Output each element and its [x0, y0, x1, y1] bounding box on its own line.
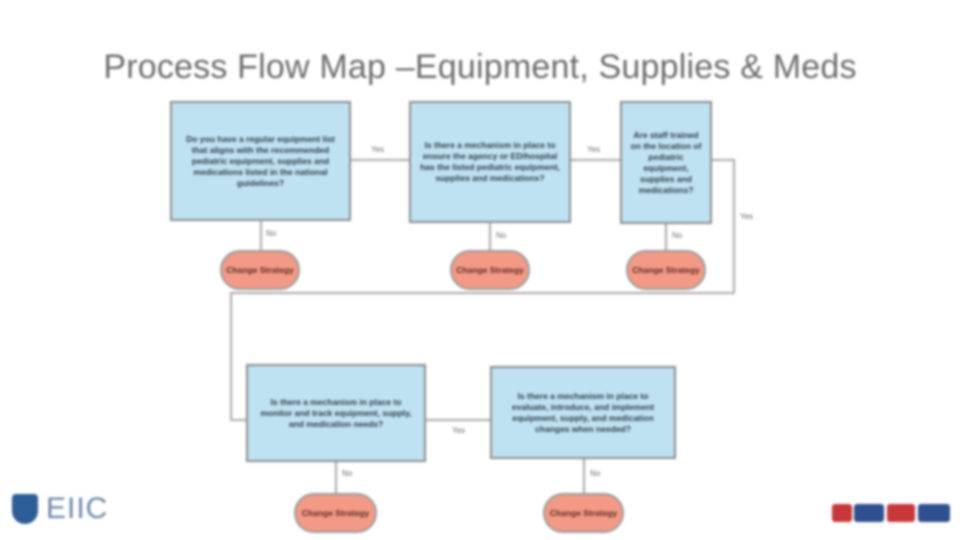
shield-icon — [12, 494, 38, 524]
question-box-3: Are staff trained on the location of ped… — [620, 101, 712, 224]
change-strategy-5: Change Strategy — [543, 493, 624, 533]
change-strategy-1: Change Strategy — [220, 250, 300, 290]
partner-logo — [832, 500, 950, 526]
logo-block — [854, 504, 884, 522]
yes-label: Yes — [371, 145, 385, 154]
yes-label: Yes — [452, 426, 466, 435]
question-box-5: Is there a mechanism in place to evaluat… — [490, 366, 676, 459]
yes-label: Yes — [587, 145, 601, 154]
no-label: No — [590, 469, 601, 478]
change-strategy-4: Change Strategy — [294, 493, 377, 533]
page-title: Process Flow Map –Equipment, Supplies & … — [103, 48, 857, 86]
yes-label: Yes — [740, 212, 754, 221]
no-label: No — [266, 229, 277, 238]
no-label: No — [342, 469, 353, 478]
question-box-2: Is there a mechanism in place to ensure … — [409, 101, 571, 223]
logo-block — [918, 504, 950, 522]
question-box-1: Do you have a regular equipment list tha… — [170, 101, 351, 221]
connector-q3-q4 — [230, 159, 735, 421]
question-box-4: Is there a mechanism in place to monitor… — [246, 364, 426, 462]
eiic-logo: EIIC — [12, 492, 108, 526]
logo-block — [832, 504, 852, 522]
no-label: No — [496, 231, 507, 240]
change-strategy-3: Change Strategy — [626, 250, 706, 290]
no-label: No — [672, 231, 683, 240]
change-strategy-2: Change Strategy — [450, 250, 530, 290]
eiic-logo-text: EIIC — [46, 492, 109, 525]
logo-block — [887, 504, 915, 522]
